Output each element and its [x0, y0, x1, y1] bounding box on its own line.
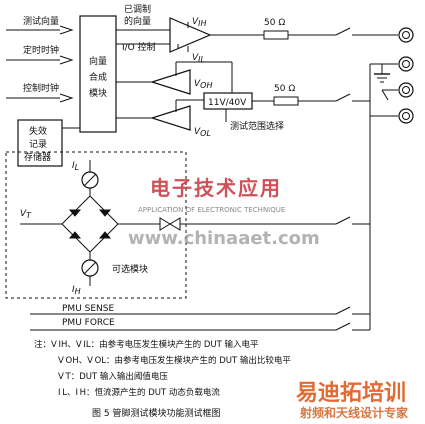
resistor-r2: 50 Ω — [273, 84, 299, 106]
input-control-clock: 控制时钟 — [6, 82, 74, 103]
connector-4 — [398, 108, 414, 124]
fail-memory-line3: 存储器 — [24, 151, 51, 163]
driver-buffer: VIH VIL — [169, 17, 212, 64]
label-range-select: 测试范围选择 — [230, 120, 284, 132]
label-il: IL — [72, 161, 79, 172]
watermark-logo-en: APPLICATION OF ELECTRONIC TECHNIQUE — [138, 206, 286, 214]
diode-bridge — [61, 195, 119, 253]
svg-text:11V/40V: 11V/40V — [208, 98, 247, 108]
label-ih: IH — [72, 285, 81, 296]
label-test-vector: 测试向量 — [23, 15, 59, 27]
comparator-high: VOH — [150, 69, 212, 95]
fail-memory-line1: 失效 — [29, 125, 47, 137]
label-vt: VT — [20, 209, 32, 220]
connector-2 — [398, 56, 414, 72]
input-timing-clock: 定时时钟 — [6, 44, 74, 65]
svg-text:PMU SENSE: PMU SENSE — [62, 304, 114, 314]
connector-1 — [398, 27, 414, 43]
figure-caption: 图 5 管脚测试模块功能测试框图 — [92, 409, 221, 419]
label-io-control: I/O 控制 — [122, 41, 156, 53]
vector-synth-line3: 模块 — [89, 87, 107, 99]
svg-text:VIL: VIL — [192, 53, 205, 64]
label-control-clock: 控制时钟 — [23, 82, 59, 94]
note-3: V T：DUT 输入输出阈值电压 — [58, 372, 168, 382]
pmu-sense-line: PMU SENSE — [30, 304, 370, 315]
current-source-top — [81, 171, 99, 189]
label-modulated-vector-2: 的向量 — [124, 15, 151, 27]
optional-module-border — [5, 151, 187, 299]
ground-symbol — [374, 64, 390, 83]
vector-synth-line1: 向量 — [89, 55, 107, 67]
label-modulated-vector-1: 已调制 — [124, 3, 151, 15]
fail-memory-line2: 记录 — [29, 139, 47, 150]
svg-text:50 Ω: 50 Ω — [264, 18, 285, 28]
svg-text:PMU FORCE: PMU FORCE — [62, 318, 115, 328]
vector-synth-module: 向量 合成 模块 — [79, 15, 117, 133]
watermark-site: www.chinaaet.com — [128, 228, 320, 249]
comparator-low: VOL — [150, 105, 211, 138]
connector-3 — [398, 82, 414, 98]
svg-text:VOH: VOH — [194, 79, 212, 90]
label-optional-module: 可选模块 — [112, 263, 148, 275]
resistor-r1: 50 Ω — [263, 18, 289, 40]
note-1: 注：V IH、V IL：由参考电压发生模块产生的 DUT 输入电平 — [34, 340, 259, 350]
watermark-brand-sub: 射频和天线设计专家 — [300, 406, 409, 420]
svg-text:VOL: VOL — [194, 127, 211, 138]
fail-memory-block: 失效 记录 存储器 — [17, 119, 80, 167]
input-test-vector: 测试向量 — [6, 15, 74, 35]
svg-text:50 Ω: 50 Ω — [274, 84, 295, 94]
watermark-logo-cn: 电子技术应用 — [150, 176, 282, 200]
current-source-bottom — [81, 259, 99, 277]
label-timing-clock: 定时时钟 — [23, 44, 59, 56]
svg-text:VIH: VIH — [192, 17, 207, 28]
vector-synth-line2: 合成 — [89, 71, 107, 83]
watermark-brand: 易迪拓培训 — [296, 381, 407, 406]
note-2: V OH、V OL：由参考电压发生模块产生的 DUT 输出比较电平 — [58, 356, 291, 366]
range-box: 11V/40V — [203, 92, 253, 110]
pmu-force-line: PMU FORCE — [30, 318, 370, 331]
note-4: I L、I H：恒流源产生的 DUT 动态负载电流 — [58, 388, 220, 398]
